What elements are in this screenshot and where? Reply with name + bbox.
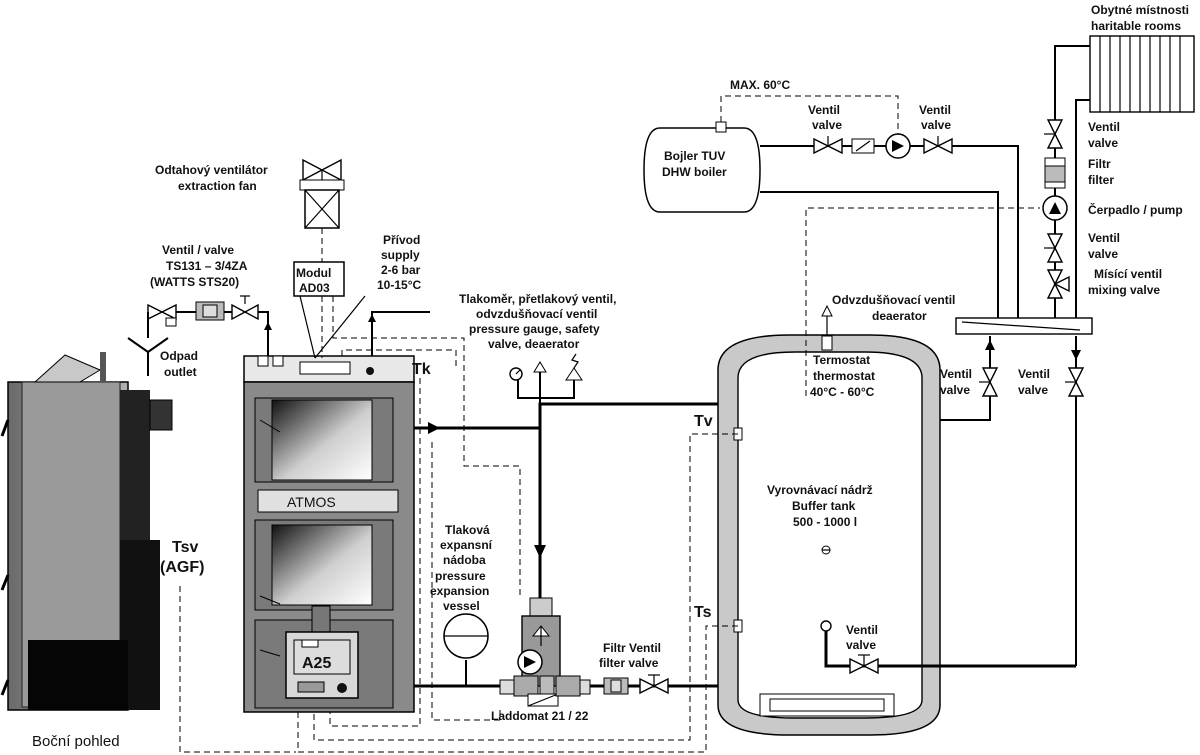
fan-label-cz: Odtahový ventilátor (155, 163, 268, 177)
filter-label-cz: Filtr (1088, 157, 1111, 171)
thermostat-label-3: 40°C - 60°C (810, 385, 875, 399)
dhw-check (851, 138, 875, 154)
control-wiring (179, 95, 1040, 753)
valve-mid-label-en: valve (1088, 247, 1118, 261)
atmos-boiler (243, 355, 415, 713)
supply-label-1: Přívod (383, 233, 420, 247)
valve-ts-label-3: (WATTS STS20) (150, 275, 239, 289)
return-filter (603, 677, 629, 695)
valve-right-1 (979, 367, 999, 397)
tank-label-3: 500 - 1000 l (793, 515, 857, 529)
gauge-label-3: pressure gauge, safety (469, 322, 600, 336)
thermostat-label-1: Termostat (813, 353, 870, 367)
exp-label-3: nádoba (443, 553, 486, 567)
atmos-brand: ATMOS (287, 494, 336, 510)
exp-label-1: Tlaková (445, 523, 490, 537)
valve-top1-label-en: valve (812, 118, 842, 132)
valve-r1-label-cz: Ventil (940, 367, 972, 381)
boiler-label-cz: Bojler TUV (664, 149, 725, 163)
extraction-fan (299, 158, 345, 262)
tank-label-2: Buffer tank (792, 499, 856, 513)
valve-right-2 (1065, 367, 1085, 397)
outlet-label-en: outlet (164, 365, 197, 379)
laddomat (499, 597, 591, 707)
dhw-boiler (643, 121, 761, 213)
rad-valve-mid (1044, 233, 1064, 263)
filter-valve-label-2: filter valve (599, 656, 659, 670)
room-label-cz: Obytné místnosti (1091, 3, 1189, 17)
return-valve (639, 674, 669, 695)
dhw-pump (885, 133, 911, 159)
tv-label: Tv (694, 413, 713, 430)
rad-pump (1042, 195, 1068, 221)
gauge-label-1: Tlakoměr, přetlakový ventil, (459, 292, 616, 306)
valve-top2-label-en: valve (921, 118, 951, 132)
ts-label: Ts (694, 604, 712, 621)
fan-label-en: extraction fan (178, 179, 257, 193)
supply-label-2: supply (381, 248, 420, 262)
filter-label-en: filter (1088, 173, 1114, 187)
deaerator-label-cz: Odvzdušňovací ventil (832, 293, 955, 307)
valve-top1-label-cz: Ventil (808, 103, 840, 117)
filter-valve-label-1: Filtr Ventil (603, 641, 661, 655)
valve-r1-label-en: valve (940, 383, 970, 397)
module-ad03 (293, 261, 345, 359)
gauge-label-4: valve, deaerator (488, 337, 580, 351)
agf-label: (AGF) (160, 559, 204, 576)
side-view-boiler (0, 352, 173, 711)
a25-model: A25 (302, 655, 331, 672)
valve-ts-label-2: TS131 – 3/4ZA (166, 259, 248, 273)
room-label-en: haritable rooms (1091, 19, 1181, 33)
pressure-gauge-group (509, 353, 583, 404)
gauge-label-2: odvzdušňovací ventil (476, 307, 597, 321)
dhw-valve-2 (923, 136, 953, 155)
outlet-label-cz: Odpad (160, 349, 198, 363)
exp-label-4: pressure (435, 569, 486, 583)
rad-valve-label-cz: Ventil (1088, 120, 1120, 134)
tank-label-1: Vyrovnávací nádrž (767, 483, 873, 497)
valve-mid-label-cz: Ventil (1088, 231, 1120, 245)
valve-top2-label-cz: Ventil (919, 103, 951, 117)
buffer-tank (717, 304, 941, 736)
expansion-vessel (443, 613, 489, 659)
module-label-1: Modul (296, 266, 331, 280)
module-label-2: AD03 (299, 281, 330, 295)
tank-bottom-valve (849, 654, 879, 675)
laddomat-label: Laddomat 21 / 22 (491, 709, 589, 723)
valve-ts131 (127, 295, 272, 376)
rad-valve-label-en: valve (1088, 136, 1118, 150)
supply-label-3: 2-6 bar (381, 263, 421, 277)
tank-valve-label-en: valve (846, 638, 876, 652)
rad-valve-top (1044, 119, 1064, 149)
dhw-valve-1 (813, 136, 843, 155)
boiler-label-en: DHW boiler (662, 165, 727, 179)
supply-label-4: 10-15°C (377, 278, 421, 292)
deaerator-label-en: deaerator (872, 309, 927, 323)
mixing-label-cz: Mísící ventil (1094, 267, 1162, 281)
rad-filter (1044, 157, 1066, 189)
valve-ts-label-1: Ventil / valve (162, 243, 234, 257)
exp-label-2: expansní (440, 538, 493, 552)
exp-label-5: expansion (430, 584, 489, 598)
mixing-manifold (955, 317, 1093, 335)
tank-valve-label-cz: Ventil (846, 623, 878, 637)
max-temp-label: MAX. 60°C (730, 78, 790, 92)
thermostat-label-2: thermostat (813, 369, 875, 383)
pump-label: Čerpadlo / pump (1088, 202, 1183, 217)
rad-mixing-valve (1046, 269, 1070, 299)
exp-label-6: vessel (443, 599, 480, 613)
valve-r2-label-en: valve (1018, 383, 1048, 397)
tsv-label: Tsv (172, 539, 198, 556)
radiator (1054, 35, 1195, 318)
side-view-label: Boční pohled (32, 733, 120, 750)
valve-r2-label-cz: Ventil (1018, 367, 1050, 381)
tk-label: Tk (412, 361, 431, 378)
mixing-label-en: mixing valve (1088, 283, 1160, 297)
